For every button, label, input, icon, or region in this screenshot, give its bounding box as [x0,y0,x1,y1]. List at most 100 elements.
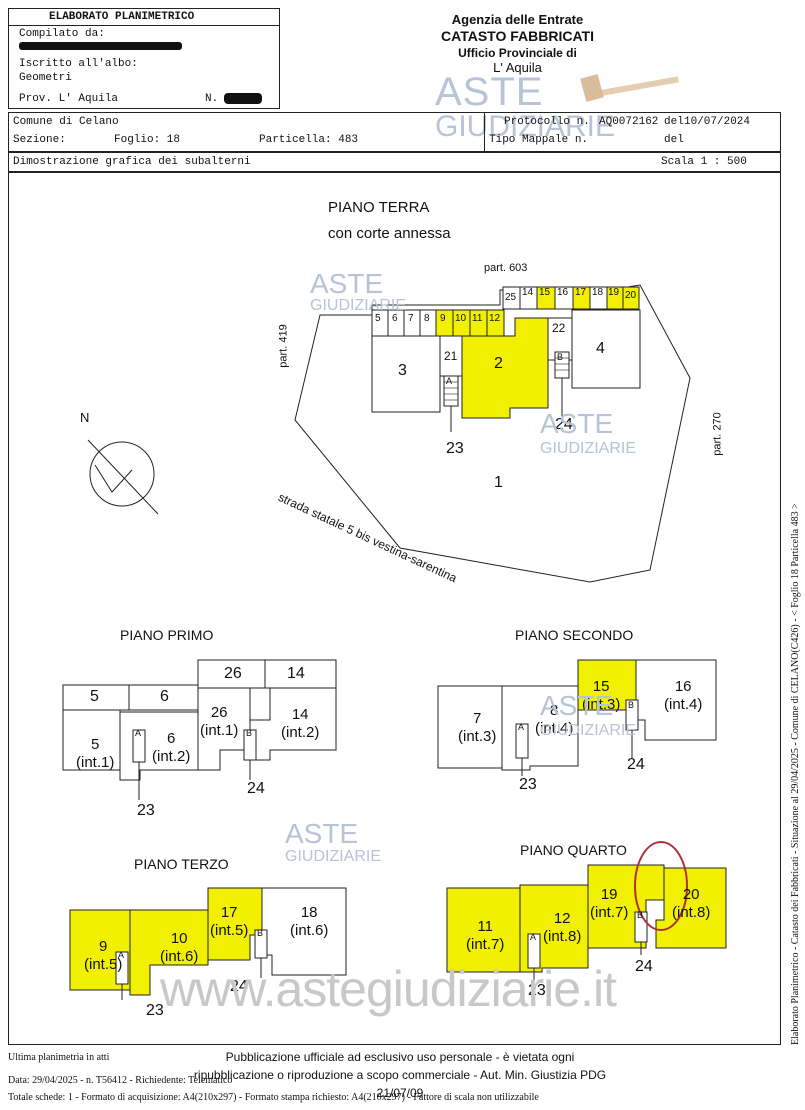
parcel-603: part. 603 [484,262,528,274]
north-label: N [80,410,90,425]
gavel-icon [580,74,679,102]
ground-stair-b: B [557,352,564,362]
third-unit-17: 17(int.5) [210,904,249,939]
prov-label: Prov. L' Aquila [19,93,119,105]
unit-label: 8 [424,313,430,324]
footer-pubblicazione: Pubblicazione ufficiale ad esclusivo uso… [193,1050,607,1100]
unit-label: 16 [557,287,569,298]
first-title: PIANO PRIMO [120,627,214,643]
second-title: PIANO SECONDO [515,627,634,643]
watermark-aste-3: ASTE [540,690,614,721]
ground-unit-4: 4 [596,340,605,357]
first-unit-5: 5(int.1) [76,736,115,771]
comune-box: Comune di Celano Sezione: Foglio: 18 Par… [8,112,781,152]
first-stair-b: B [246,728,253,738]
third-label-23: 23 [146,1002,164,1019]
agency-line1: Agenzia delle Entrate [451,12,584,27]
watermark-giudiziarie-4: GIUDIZIARIE [285,848,382,865]
side-vertical-text: Elaborato Planimetrico - Catasto dei Fab… [790,503,801,1045]
watermark-site: www.astegiudiziarie.it [160,961,617,1017]
header-title: ELABORATO PLANIMETRICO [49,11,195,23]
fourth-label-24: 24 [635,958,653,975]
footer-data: Data: 29/04/2025 - n. T56412 - Richieden… [8,1075,233,1086]
watermark-aste-2: ASTE [540,408,614,439]
second-stair-b: B [628,700,635,710]
particella-label: Particella: 483 [259,134,359,146]
first-label-24: 24 [247,780,265,797]
fourth-unit-11: 11(int.7) [466,918,505,953]
fourth-stair-a: A [530,932,537,942]
ground-subtitle: con corte annessa [328,225,451,242]
foglio-label: Foglio: 18 [114,134,181,146]
fourth-label-23: 23 [528,982,546,999]
unit-label: 9 [440,313,446,324]
fourth-stair-b: B [637,910,644,920]
first-unit-14: 14(int.2) [281,706,320,741]
unit-label: 7 [408,313,414,324]
unit-label: 6 [392,313,398,324]
ground-unit-22: 22 [552,321,566,335]
first-top-5: 5 [90,688,99,705]
fourth-unit-12: 12(int.8) [543,910,582,945]
third-title: PIANO TERZO [134,856,229,872]
second-unit-7: 7(int.3) [458,710,497,745]
tipo-mappale-label: Tipo Mappale n. [489,134,589,146]
iscritto-value: Geometri [19,72,72,84]
second-unit-8: 8(int.4) [535,702,574,737]
protocollo-value: AQ0072162 [599,116,659,128]
watermark-giudiziarie-2: GIUDIZIARIE [540,440,637,457]
ground-unit-21: 21 [444,349,458,363]
third-unit-18: 18(int.6) [290,904,329,939]
third-label-24: 24 [230,978,248,995]
agency-line2: CATASTO FABBRICATI [441,28,594,44]
footer-totale: Totale schede: 1 - Formato di acquisizio… [8,1092,539,1103]
third-stair-b: B [257,928,264,938]
ground-stair-a: A [446,376,453,386]
ground-unit-3: 3 [398,362,407,379]
parcel-270: part. 270 [711,412,724,456]
comune-label: Comune di Celano [13,116,119,128]
third-stair-a: A [118,950,125,960]
unit-label: 10 [455,313,467,324]
third-unit-9: 9(int.5) [84,938,123,973]
watermark-giudiziarie-1: GIUDIZIARIE [310,297,407,314]
protocollo-date: 10/07/2024 [684,116,751,128]
sezione-label: Sezione: [13,134,66,146]
iscritto-label: Iscritto all'albo: [19,58,138,70]
first-top-26: 26 [224,665,242,682]
compilato-label: Compilato da: [19,28,105,40]
second-unit-15: 15(int.3) [582,678,621,713]
unit-label: 5 [375,313,381,324]
watermark-aste-1: ASTE [310,268,384,299]
agency-line4: L' Aquila [493,60,542,75]
dimostrazione-box: Dimostrazione grafica dei subalterni Sca… [8,152,781,172]
protocollo-del: del [664,116,684,128]
first-top-14: 14 [287,665,305,682]
unit-label: 25 [505,292,517,303]
parcel-419: part. 419 [277,324,290,368]
dimostrazione-label: Dimostrazione grafica dei subalterni [13,156,251,168]
protocollo-label: Protocollo n. [504,116,590,128]
ground-title: PIANO TERRA [328,199,430,216]
tipo-del-label: del [664,134,684,146]
unit-label: 19 [608,287,620,298]
fourth-unit-20: 20(int.8) [672,886,711,921]
fourth-title: PIANO QUARTO [520,842,627,858]
unit-label: 20 [625,290,637,301]
header-left-box: ELABORATO PLANIMETRICO Compilato da: Isc… [8,8,280,109]
redacted-number [224,93,262,104]
n-label: N. [205,93,219,105]
ground-label-24: 24 [555,416,573,433]
second-label-24: 24 [627,756,645,773]
watermark-aste-header: ASTE [435,70,544,114]
unit-label: 17 [575,287,587,298]
fourth-unit-19: 19(int.7) [590,886,629,921]
watermark-giudiziarie-header: GIUDIZIARIE [435,110,616,143]
scala-label: Scala 1 : 500 [661,156,747,168]
third-unit-10: 10(int.6) [160,930,199,965]
redacted-name [19,42,182,50]
watermark-giudiziarie-3: GIUDIZIARIE [540,722,637,739]
first-unit-6: 6(int.2) [152,730,191,765]
first-top-6: 6 [160,688,169,705]
ground-unit-2: 2 [494,355,503,372]
